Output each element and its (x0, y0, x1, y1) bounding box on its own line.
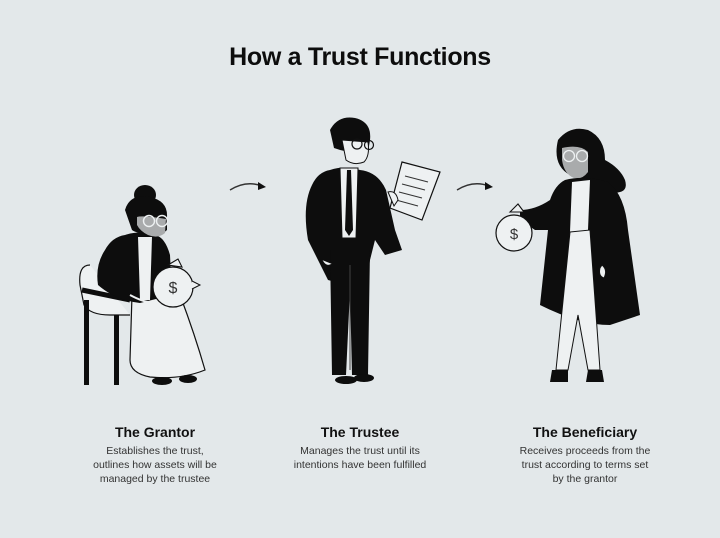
stage-beneficiary: The Beneficiary Receives proceeds from t… (475, 424, 695, 486)
stage-trustee: The Trustee Manages the trust until its … (255, 424, 465, 472)
stage-role: The Beneficiary (532, 424, 638, 440)
svg-text:$: $ (169, 280, 178, 297)
stage-description: Manages the trust until its intentions h… (293, 445, 427, 471)
stage-grantor: The Grantor Establishes the trust, outli… (45, 424, 265, 486)
stage-description: Receives proceeds from the trust accordi… (519, 445, 651, 485)
woman-holding-money-bag-icon: $ (495, 128, 640, 382)
curved-arrow-right-icon (229, 182, 266, 191)
page-title: How a Trust Functions (229, 43, 491, 71)
svg-text:$: $ (510, 226, 519, 243)
stage-role: The Trustee (320, 424, 400, 440)
seated-woman-with-money-bag-icon: $ (79, 185, 206, 385)
curved-arrow-right-icon (456, 182, 493, 191)
stage-description: Establishes the trust, outlines how asse… (93, 445, 217, 485)
stage-role: The Grantor (114, 424, 196, 440)
man-in-suit-reading-document-icon (305, 117, 441, 384)
